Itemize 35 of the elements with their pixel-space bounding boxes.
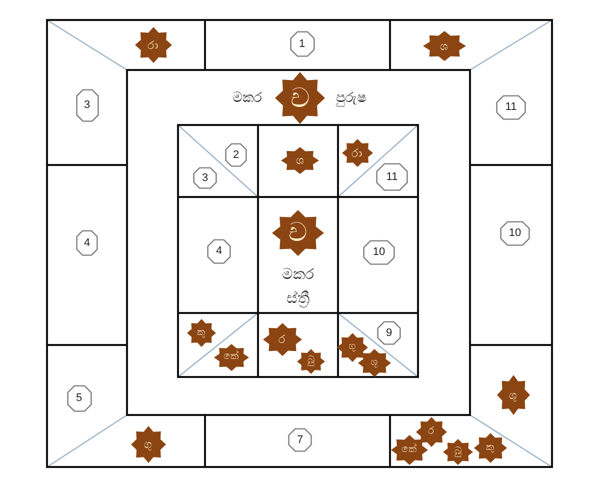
star-badge: ශු [358,349,390,377]
number-badge: 10 [363,240,395,264]
number-badge: 4 [207,238,231,264]
star-badge: ර [416,417,446,447]
star-badge: ශු [496,375,530,415]
star-badge: ච [272,210,324,256]
star-badge: කේ [390,435,428,465]
star-badge: ර [262,322,302,356]
number-badge: 11 [376,163,408,191]
star-badge: රා [134,27,172,63]
number-badge: 7 [288,428,312,452]
number-badge: 3 [76,88,98,122]
number-badge: 3 [193,167,217,189]
star-badge: ශ [281,146,319,174]
star-badge: බු [443,439,473,465]
star-badge: ච [275,72,325,124]
star-badge: කු [186,319,216,347]
number-badge: 11 [496,94,526,120]
star-badge: ගු [130,426,166,462]
label-text: මකර [232,90,263,108]
number-badge: 9 [377,321,401,345]
number-badge: 5 [66,384,92,412]
chart-panel [126,69,471,416]
number-badge: 2 [225,143,247,167]
star-badge: කු [474,433,506,463]
star-badge: රා [342,139,372,167]
number-badge: 4 [76,230,98,256]
star-badge: බු [297,348,325,374]
label-text: මකර ස්ත්‍රී [281,264,315,310]
number-badge: 1 [290,31,314,57]
star-badge: ගු [336,332,368,362]
number-badge: 10 [500,220,530,246]
star-badge: කේ [214,344,248,370]
star-badge: ශ [422,31,466,61]
label-text: පුරුෂ [335,90,367,108]
